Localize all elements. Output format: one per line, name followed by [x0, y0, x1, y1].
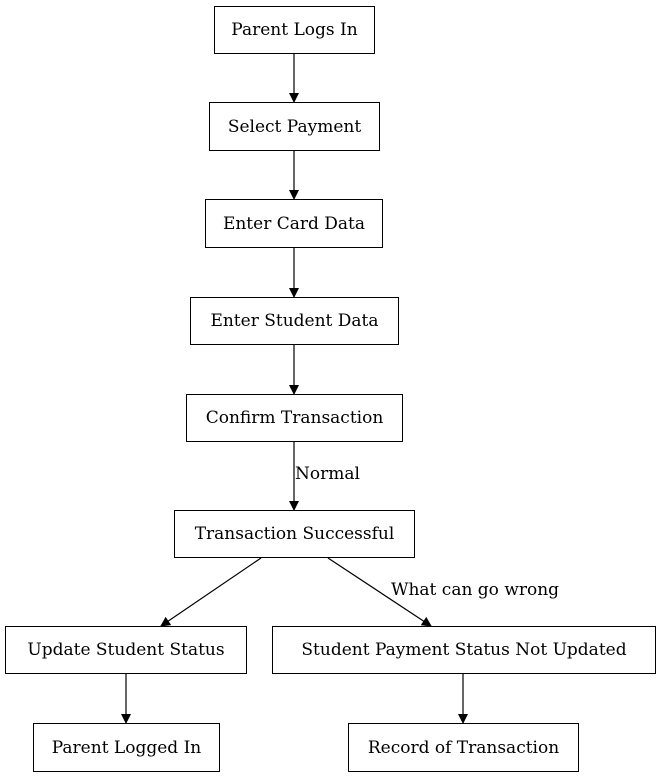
- node-label: Enter Student Data: [210, 311, 379, 331]
- node-select-payment: Select Payment: [209, 102, 380, 151]
- node-label: Enter Card Data: [222, 213, 366, 234]
- node-confirm-transaction: Confirm Transaction: [186, 394, 403, 442]
- node-parent-logs-in: Parent Logs In: [214, 6, 375, 54]
- node-label: Confirm Transaction: [205, 408, 384, 428]
- edge-label-what-can-go-wrong: What can go wrong: [391, 580, 560, 600]
- node-enter-student-data: Enter Student Data: [190, 297, 399, 345]
- edge-transaction-successful-to-update-student-status: [160, 557, 262, 627]
- edge-transaction-successful-to-not-updated: [327, 557, 432, 627]
- node-label: Record of Transaction: [367, 737, 560, 758]
- node-student-payment-status-not-updated: Student Payment Status Not Updated: [272, 626, 656, 674]
- node-label: Update Student Status: [27, 640, 225, 660]
- node-parent-logged-in: Parent Logged In: [33, 723, 220, 772]
- node-transaction-successful: Transaction Successful: [174, 510, 415, 558]
- node-update-student-status: Update Student Status: [5, 626, 247, 674]
- node-label: Parent Logged In: [51, 737, 202, 758]
- node-label: Transaction Successful: [194, 524, 395, 544]
- node-label: Select Payment: [227, 116, 362, 137]
- node-label: Parent Logs In: [231, 20, 358, 40]
- node-label: Student Payment Status Not Updated: [301, 640, 627, 660]
- edge-label-normal: Normal: [295, 464, 360, 484]
- node-enter-card-data: Enter Card Data: [205, 199, 383, 248]
- node-record-of-transaction: Record of Transaction: [348, 723, 579, 772]
